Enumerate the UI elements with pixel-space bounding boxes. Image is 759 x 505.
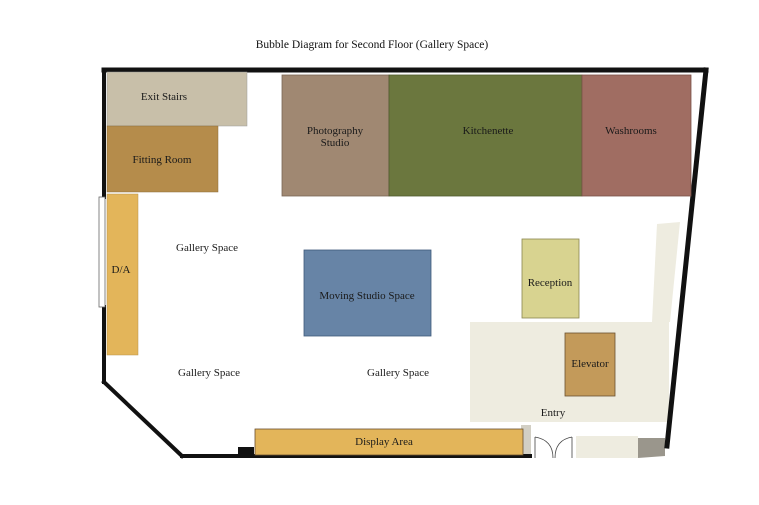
- room-display-area: Display Area: [254, 428, 524, 456]
- photography-label-line2: Studio: [321, 137, 350, 149]
- diagram-title: Bubble Diagram for Second Floor (Gallery…: [256, 39, 489, 51]
- washrooms-box: [581, 74, 692, 197]
- room-exit-stairs: Exit Stairs: [106, 71, 248, 127]
- washrooms-label: Washrooms: [605, 125, 657, 137]
- room-photography-studio: Photography Studio: [281, 74, 390, 197]
- da-label: D/A: [112, 264, 131, 276]
- elevator-box: [564, 332, 616, 397]
- room-elevator: Elevator: [564, 332, 616, 397]
- room-washrooms: Washrooms: [581, 74, 692, 197]
- photography-studio-box: [281, 74, 390, 197]
- entry-wall-stub: [638, 438, 665, 458]
- fitting-room-box: [106, 125, 219, 193]
- photography-label-line1: Photography: [307, 125, 364, 137]
- room-reception: Reception: [521, 238, 580, 319]
- moving-studio-label: Moving Studio Space: [319, 290, 414, 302]
- moving-studio-box: [303, 249, 432, 337]
- exit-stairs-label: Exit Stairs: [141, 91, 187, 103]
- wall-right: [664, 67, 709, 449]
- kitchenette-label: Kitchenette: [463, 125, 514, 137]
- reception-label: Reception: [528, 277, 573, 289]
- kitchenette-box: [388, 74, 583, 197]
- da-box: [106, 193, 139, 356]
- door-swing-right: [554, 436, 573, 459]
- room-fitting-room: Fitting Room: [106, 125, 219, 193]
- entry-doors: [534, 436, 573, 459]
- fitting-room-label: Fitting Room: [133, 154, 192, 166]
- room-kitchenette: Kitchenette: [388, 74, 583, 197]
- elevator-label: Elevator: [571, 358, 609, 370]
- entry-door-jamb: [521, 425, 531, 458]
- left-window: [98, 196, 106, 308]
- gallery-space-label-1: Gallery Space: [176, 242, 238, 254]
- gallery-space-label-3: Gallery Space: [367, 367, 429, 379]
- room-da: D/A: [106, 193, 139, 356]
- entry-vestibule: [576, 436, 638, 458]
- gallery-space-label-2: Gallery Space: [178, 367, 240, 379]
- wall-column: [238, 447, 254, 457]
- display-area-box: [254, 428, 524, 456]
- building-walls: [101, 67, 709, 459]
- door-swing-left: [534, 436, 554, 459]
- reception-box: [521, 238, 580, 319]
- entry-corridor: [652, 222, 680, 322]
- wall-diagonal: [101, 379, 185, 459]
- room-moving-studio: Moving Studio Space: [303, 249, 432, 337]
- exit-stairs-box: [106, 71, 248, 127]
- entry-label: Entry: [541, 407, 566, 419]
- display-area-label: Display Area: [355, 436, 413, 448]
